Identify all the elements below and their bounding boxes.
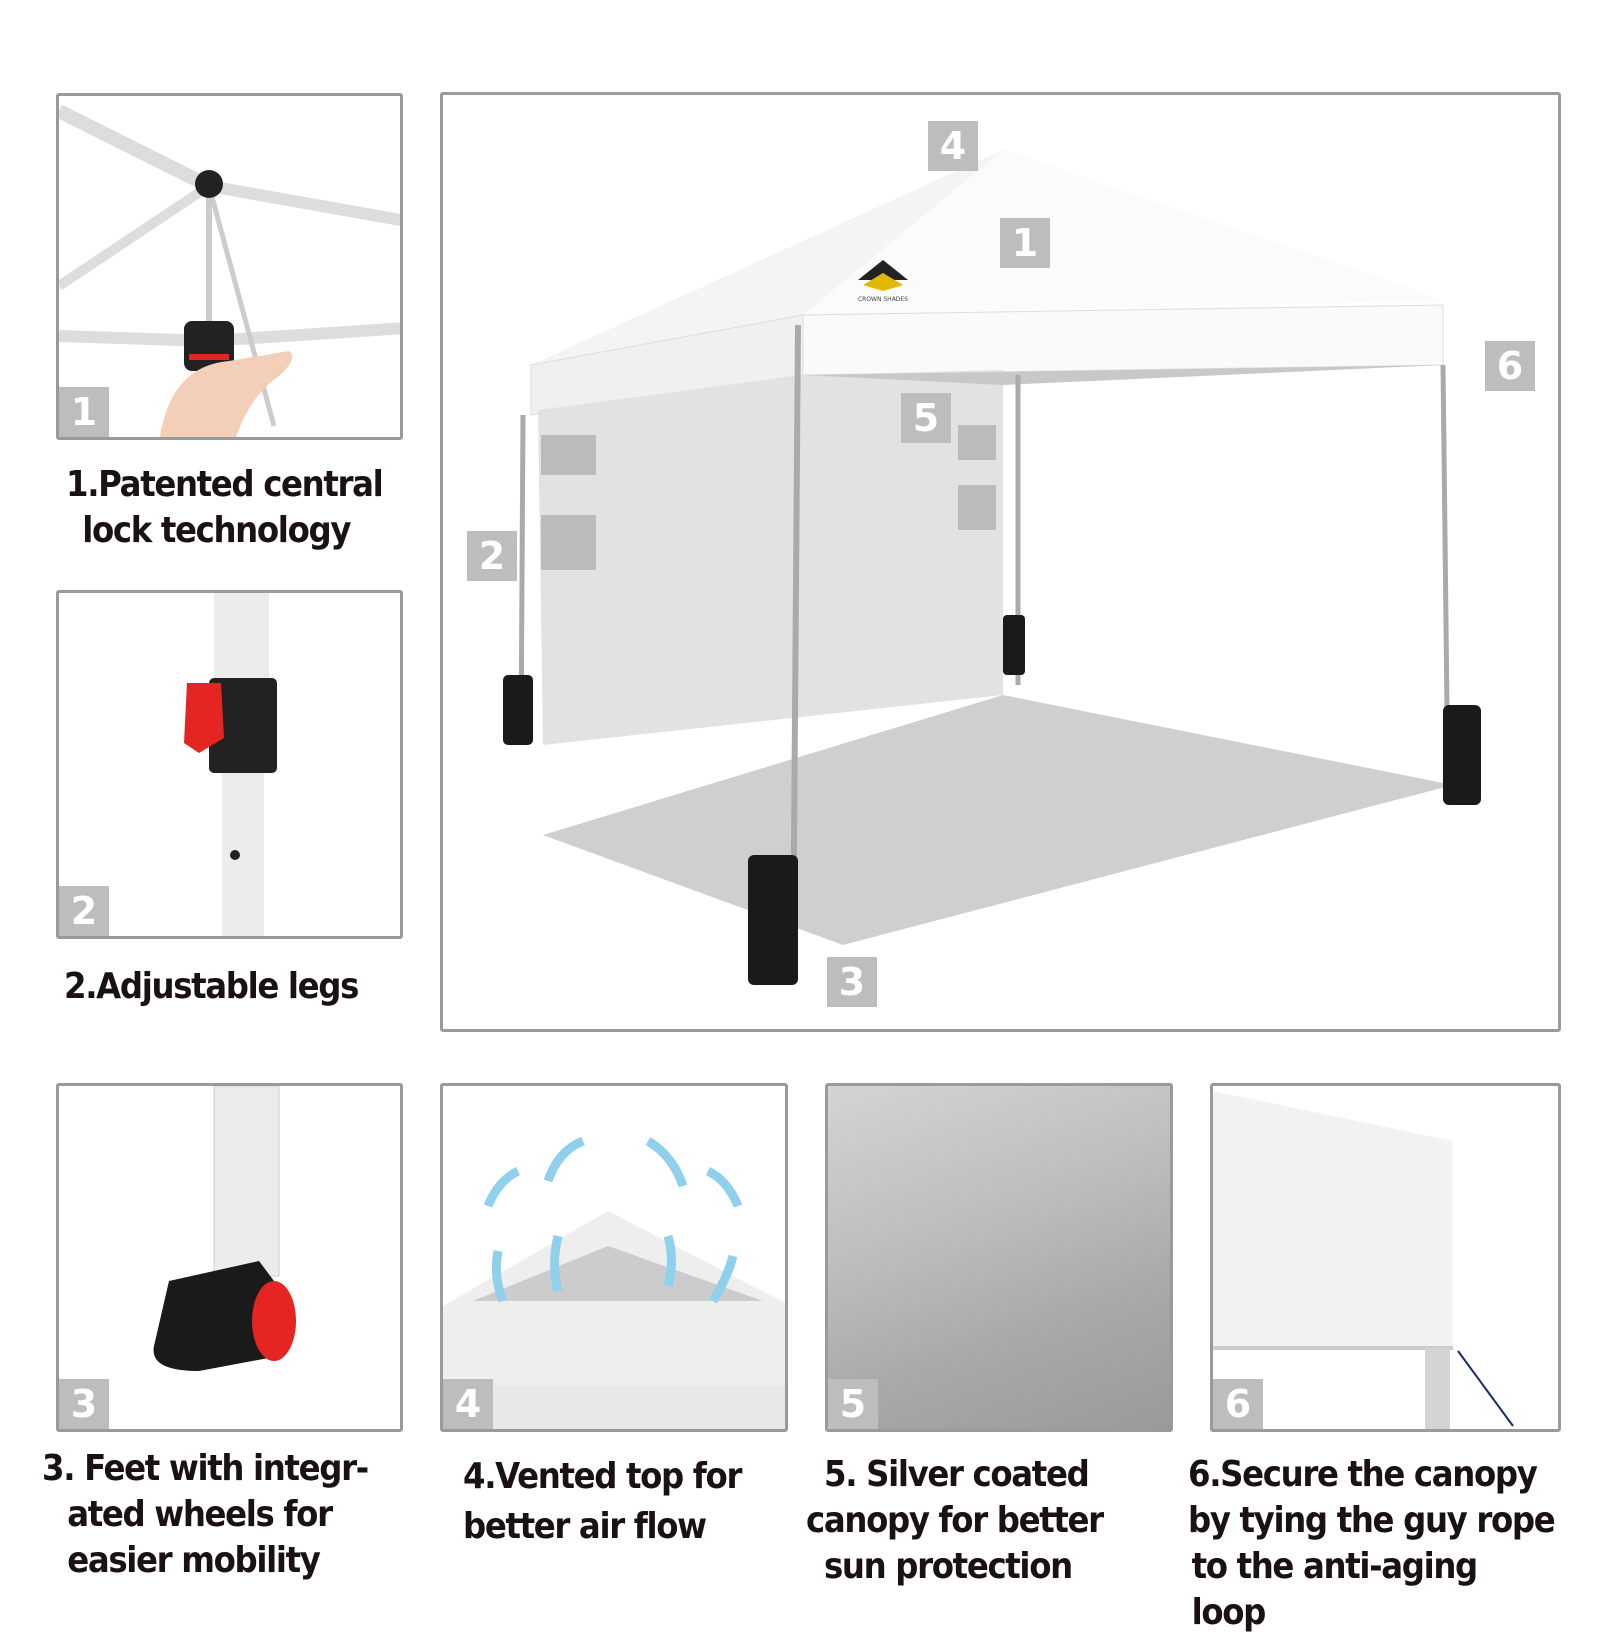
caption-3: 3. Feet with integr- ated wheels for eas… (42, 1446, 369, 1584)
caption-line: 3. Feet with integr- (42, 1448, 369, 1489)
badge-main-3: 3 (827, 957, 877, 1007)
caption-line: by tying the guy rope (1188, 1500, 1556, 1541)
badge-1: 1 (59, 387, 109, 437)
guy-rope-illustration (1213, 1091, 1514, 1429)
badge-main-4: 4 (928, 121, 978, 171)
central-lock-illustration (59, 104, 400, 437)
badge-6: 6 (1213, 1379, 1263, 1429)
caption-line: to the anti-aging loop (1191, 1546, 1479, 1633)
badge-main-6: 6 (1485, 341, 1535, 391)
tent-illustration: CROWN SHADES (503, 150, 1481, 985)
caption-5: 5. Silver coated canopy for better sun p… (806, 1452, 1104, 1590)
panel-adjustable-legs: 2 (56, 590, 403, 939)
badge-main-2: 2 (467, 531, 517, 581)
panel-feet-wheels: 3 (56, 1083, 403, 1432)
caption-line: better air flow (463, 1506, 707, 1547)
caption-1: 1.Patented central lock technology (66, 462, 384, 554)
panel-vented-top: 4 (440, 1083, 788, 1432)
caption-line: 6.Secure the canopy (1188, 1454, 1538, 1495)
panel-main-tent: CROWN SHADES 1 2 3 4 5 6 (440, 92, 1561, 1032)
badge-main-5: 5 (901, 393, 951, 443)
foot-wheel-illustration (153, 1086, 296, 1371)
panel-guy-rope: 6 (1210, 1083, 1561, 1432)
panel-central-lock: 1 (56, 93, 403, 440)
caption-4: 4.Vented top for better air flow (463, 1452, 742, 1552)
vented-top-illustration (443, 1086, 785, 1429)
svg-text:CROWN SHADES: CROWN SHADES (858, 296, 908, 303)
caption-6: 6.Secure the canopy by tying the guy rop… (1188, 1452, 1559, 1636)
brand-logo: CROWN SHADES (858, 260, 908, 303)
badge-3: 3 (59, 1379, 109, 1429)
caption-line: 5. Silver coated (824, 1454, 1090, 1495)
caption-2: 2.Adjustable legs (64, 964, 359, 1010)
caption-line: 2.Adjustable legs (64, 966, 359, 1007)
caption-line: lock technology (82, 510, 351, 551)
airflow-arrows-icon (483, 1136, 743, 1304)
badge-4: 4 (443, 1379, 493, 1429)
badge-5: 5 (828, 1379, 878, 1429)
caption-line: sun protection (824, 1546, 1073, 1587)
caption-line: easier mobility (67, 1540, 321, 1581)
caption-line: 1.Patented central (66, 464, 384, 505)
leg-illustration (184, 593, 277, 936)
caption-line: canopy for better (806, 1500, 1104, 1541)
badge-2: 2 (59, 886, 109, 936)
badge-main-1: 1 (1000, 218, 1050, 268)
caption-line: 4.Vented top for (463, 1456, 742, 1497)
caption-line: ated wheels for (67, 1494, 333, 1535)
panel-silver-coated: 5 (825, 1083, 1173, 1432)
